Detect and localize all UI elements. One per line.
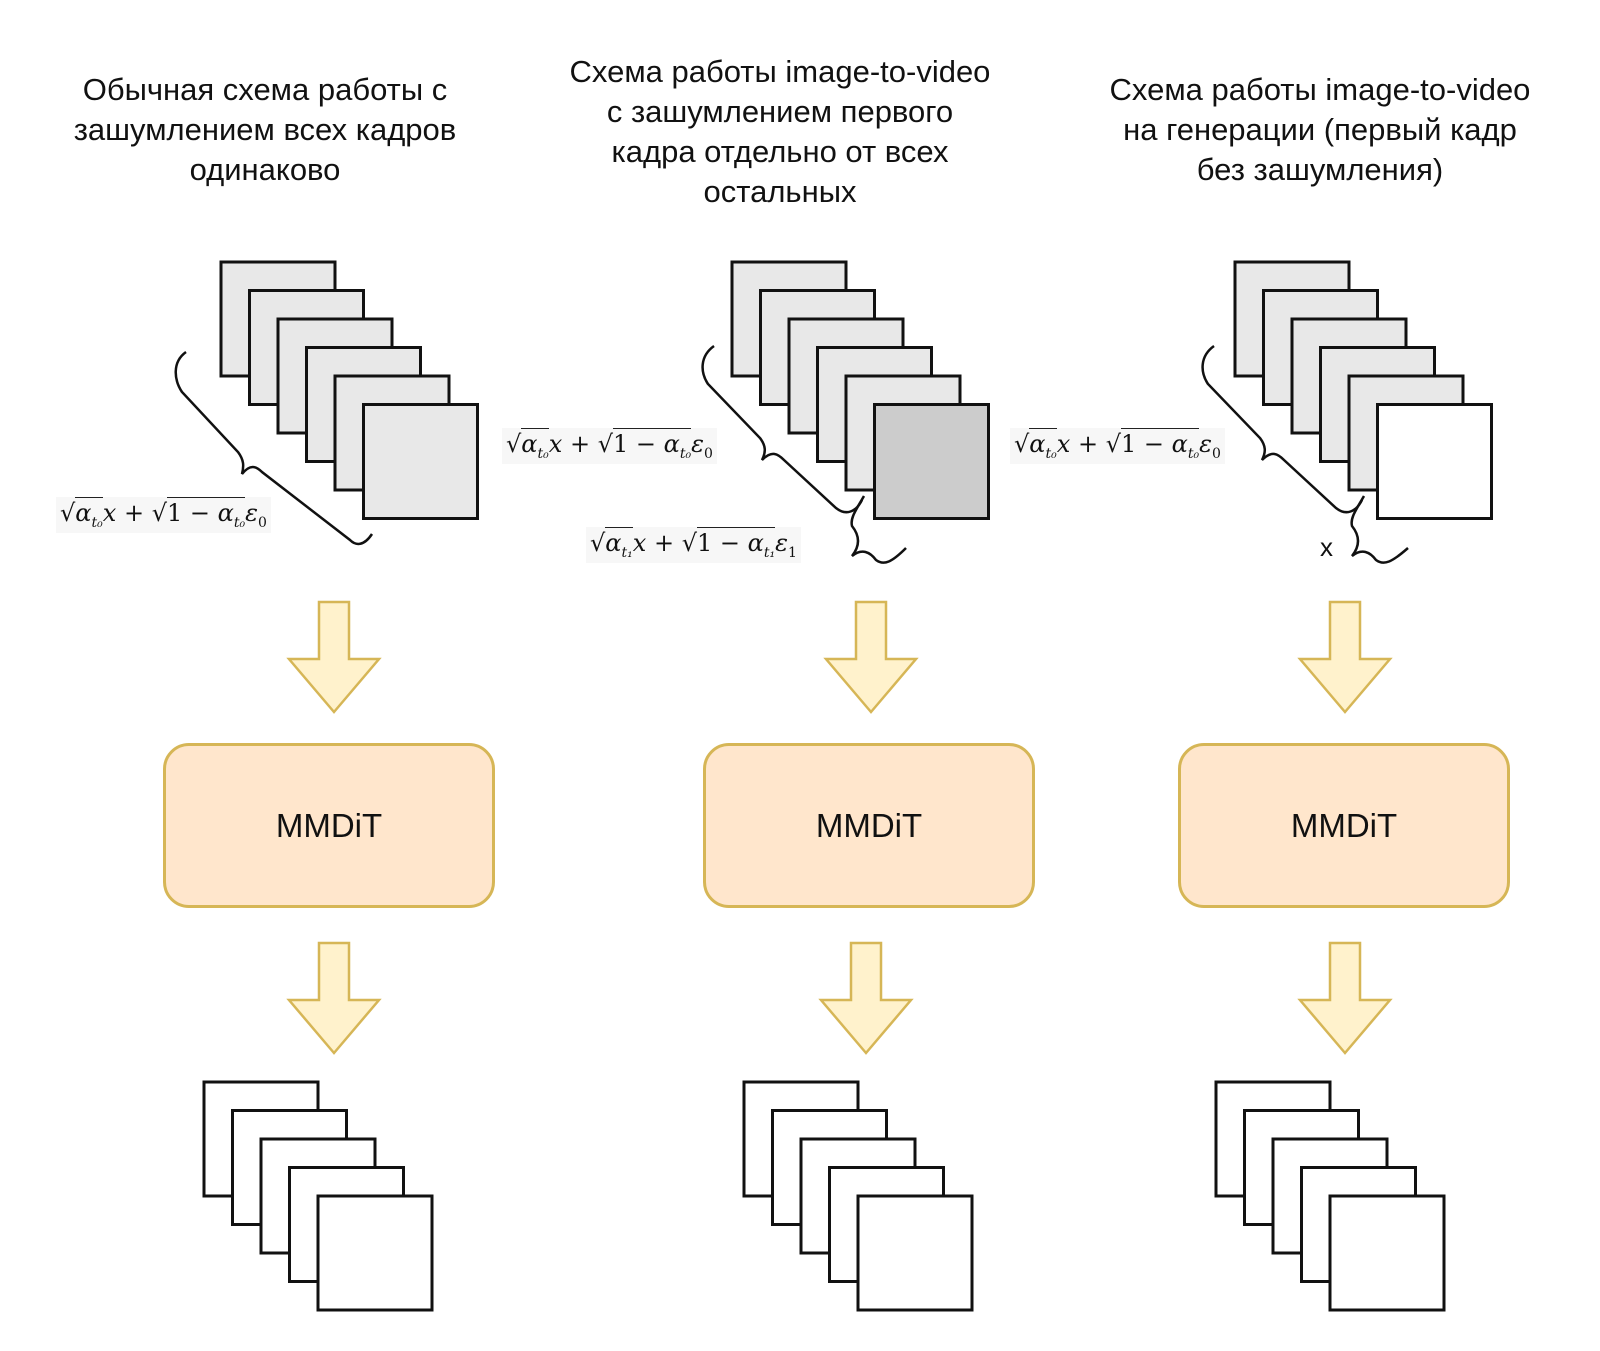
output-frame-5: [856, 1194, 974, 1312]
brace-3a: [1201, 344, 1364, 514]
noise-formula-panel-3-rest: √αt₀x + √1 − αt₀ε0: [1010, 428, 1225, 464]
input-frame-6: [362, 403, 479, 520]
noise-formula-panel-2-rest: √αt₀x + √1 − αt₀ε0: [502, 428, 717, 464]
output-frame-stack-1: [202, 1080, 434, 1312]
input-frame-6: [1376, 403, 1493, 520]
mmdit-block-panel-3: MMDiT: [1178, 743, 1510, 908]
mmdit-block-panel-1: MMDiT: [163, 743, 495, 908]
output-frame-5: [316, 1194, 434, 1312]
down-arrow-icon: [1297, 941, 1393, 1055]
down-arrow-icon: [818, 941, 914, 1055]
brace-1: [174, 350, 374, 546]
down-arrow-icon: [823, 600, 919, 714]
noise-formula-panel-2-first: √αt₁x + √1 − αt₁ε1: [586, 527, 801, 563]
down-arrow-icon: [286, 600, 382, 714]
noise-formula-panel-1: √αt₀x + √1 − αt₀ε0: [56, 497, 271, 533]
output-frame-stack-2: [742, 1080, 974, 1312]
input-frame-6: [873, 403, 990, 520]
down-arrow-icon: [1297, 600, 1393, 714]
output-frame-5: [1328, 1194, 1446, 1312]
brace-3b: [1350, 495, 1409, 564]
brace-2b: [850, 495, 907, 564]
brace-2a: [701, 344, 864, 514]
mmdit-block-panel-2: MMDiT: [703, 743, 1035, 908]
down-arrow-icon: [286, 941, 382, 1055]
input-frame-stack-3: [1233, 260, 1493, 520]
panel-3-title: Схема работы image-to-video на генерации…: [1109, 72, 1531, 187]
input-frame-stack-2: [730, 260, 990, 520]
panel-1-title: Обычная схема работы с зашумлением всех …: [73, 72, 457, 187]
output-frame-stack-3: [1214, 1080, 1446, 1312]
clean-frame-label-panel-3: x: [1320, 532, 1333, 562]
input-frame-stack-1: [219, 260, 479, 520]
panel-2-title: Схема работы image-to-video с зашумление…: [569, 54, 991, 209]
